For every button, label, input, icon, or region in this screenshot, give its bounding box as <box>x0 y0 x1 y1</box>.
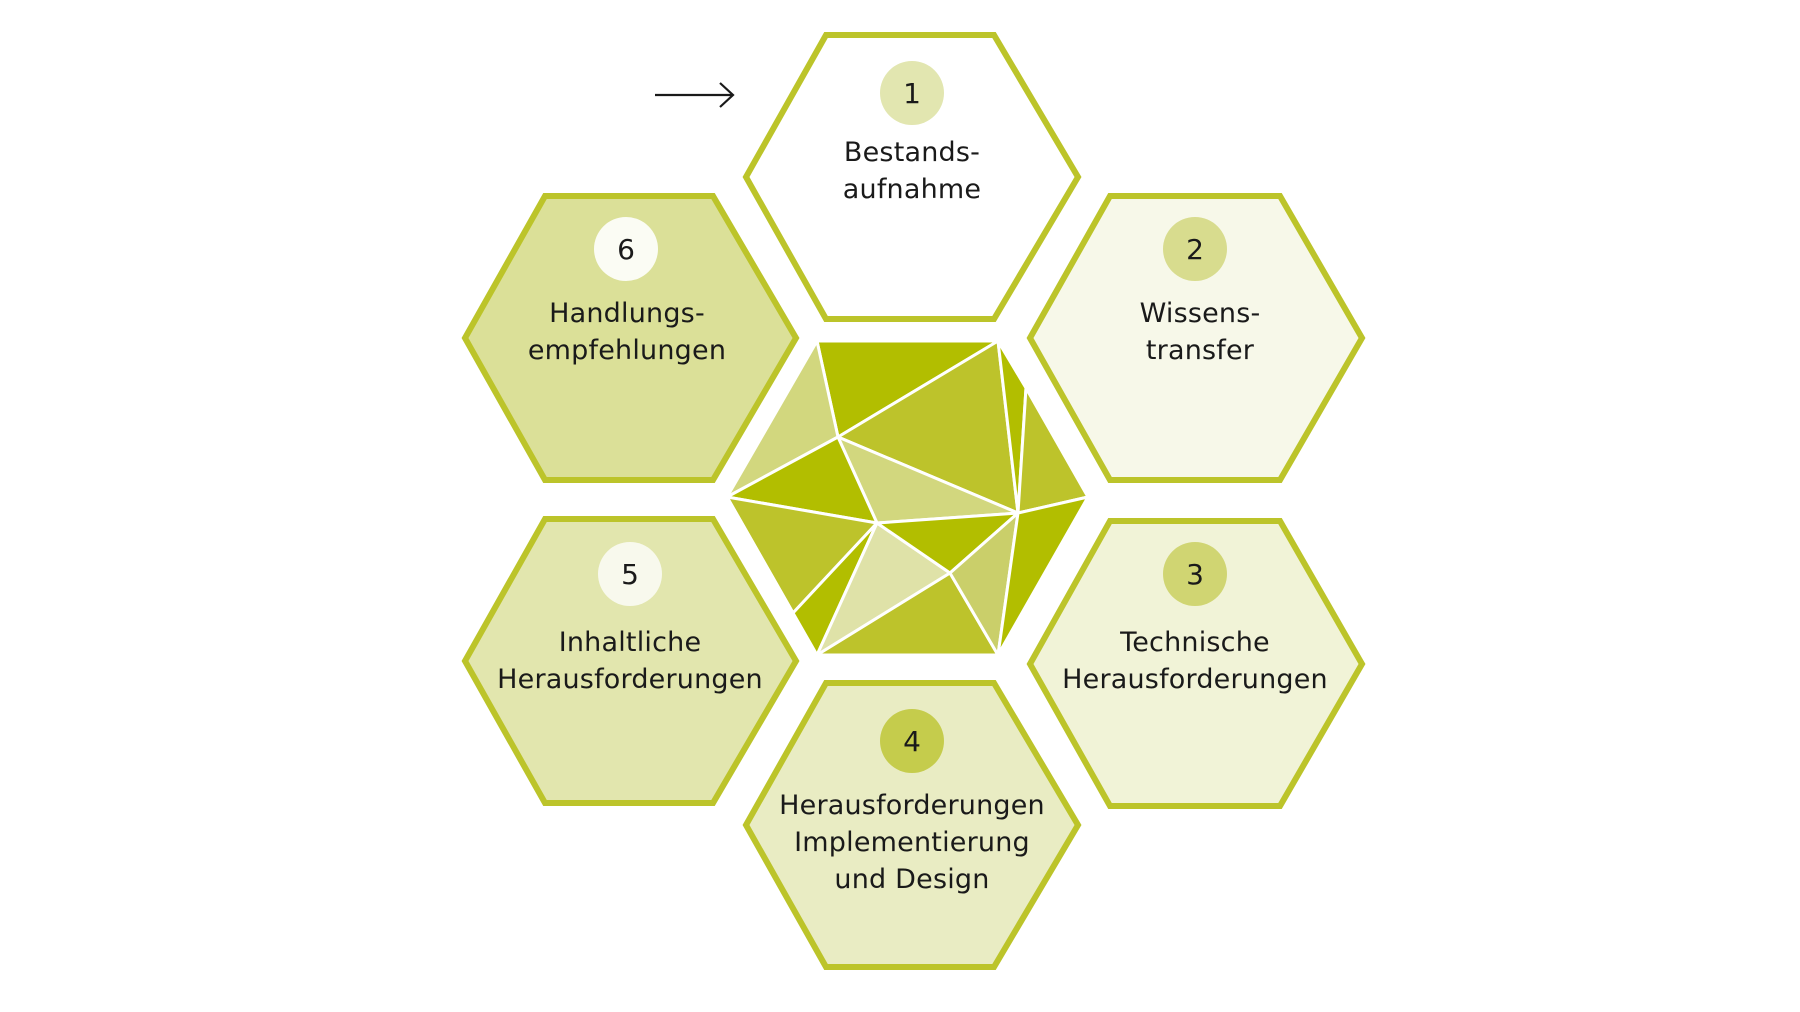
step-number-badge-2: 2 <box>1163 217 1227 281</box>
step-label-line: Technische <box>1120 627 1270 658</box>
step-label-line: Bestands- <box>843 137 981 168</box>
step-label-line: Handlungs- <box>549 298 705 329</box>
step-number: 4 <box>903 724 921 758</box>
hexagon-step-3 <box>1026 518 1366 809</box>
step-number-badge-6: 6 <box>594 217 658 281</box>
arrow-right-icon <box>655 82 735 108</box>
step-number-badge-3: 3 <box>1163 542 1227 606</box>
step-number: 5 <box>621 557 639 591</box>
step-number-badge-5: 5 <box>598 542 662 606</box>
hexagon-step-1 <box>742 32 1082 322</box>
step-number: 6 <box>617 232 635 266</box>
step-label-2: Wissens- transfer <box>1050 295 1350 369</box>
step-number: 2 <box>1186 232 1204 266</box>
step-label-line: und Design <box>834 864 990 895</box>
step-number: 3 <box>1186 557 1204 591</box>
step-label-line: Herausforderungen <box>779 790 1045 821</box>
step-label-6: Handlungs- empfehlungen <box>477 295 777 369</box>
step-label-line: Inhaltliche <box>558 627 702 658</box>
step-label-3: Technische Herausforderungen <box>1045 624 1345 698</box>
step-label-4: Herausforderungen Implementierung und De… <box>762 787 1062 898</box>
step-number-badge-1: 1 <box>880 61 944 125</box>
center-faceted-hexagon <box>725 339 1090 657</box>
step-label-5: Inhaltliche Herausforderungen <box>480 624 780 698</box>
step-label-line: Herausforderungen <box>497 664 763 695</box>
step-number-badge-4: 4 <box>880 709 944 773</box>
step-label-line: Implementierung <box>794 827 1030 858</box>
step-label-line: transfer <box>1145 335 1255 366</box>
step-label-1: Bestands- aufnahme <box>762 134 1062 208</box>
hexagon-step-2 <box>1026 193 1366 483</box>
step-label-line: Wissens- <box>1139 298 1261 329</box>
hexagon-step-5 <box>461 516 800 806</box>
step-label-line: empfehlungen <box>527 335 727 366</box>
step-label-line: aufnahme <box>842 174 982 205</box>
hexagon-step-4 <box>742 680 1082 970</box>
step-label-line: Herausforderungen <box>1062 664 1328 695</box>
hexagon-step-6 <box>461 193 800 483</box>
step-number: 1 <box>903 76 921 110</box>
